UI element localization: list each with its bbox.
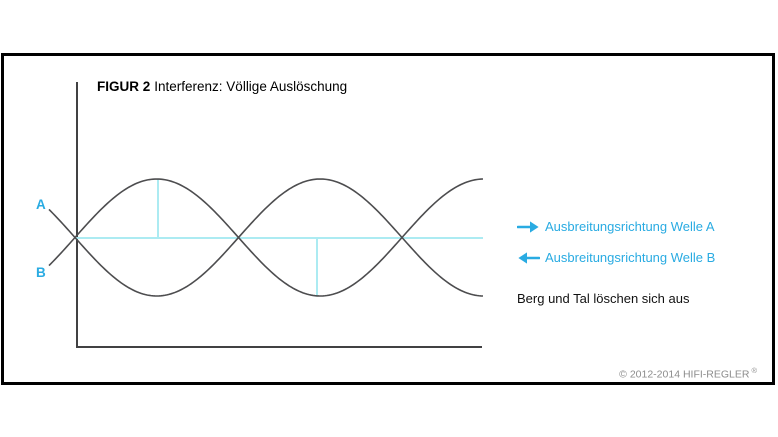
arrow-left-icon — [517, 251, 540, 265]
y-axis-line — [76, 82, 78, 347]
direction-a-label: Ausbreitungsrichtung Welle A — [545, 219, 715, 234]
trough-guide — [316, 238, 318, 296]
registered-mark-icon: ® — [751, 366, 757, 375]
direction-b-row: Ausbreitungsrichtung Welle B — [517, 250, 715, 265]
direction-a-row: Ausbreitungsrichtung Welle A — [517, 219, 715, 234]
wave-b-path — [48, 178, 484, 297]
copyright: © 2012-2014 HIFI-REGLER® — [619, 366, 757, 381]
centerline-guide — [75, 237, 483, 239]
x-axis-line — [76, 346, 482, 348]
figure-box — [1, 53, 775, 385]
crest-guide — [157, 179, 159, 238]
wave-b-label: B — [36, 265, 46, 280]
figure-title-bold: FIGUR 2 — [97, 79, 151, 94]
wave-curves — [48, 178, 484, 297]
direction-b-label: Ausbreitungsrichtung Welle B — [545, 250, 716, 265]
figure-title-rest: Interferenz: Völlige Auslöschung — [154, 79, 348, 94]
wave-a-label: A — [36, 197, 46, 212]
cancellation-note: Berg und Tal löschen sich aus — [517, 291, 690, 306]
arrow-right-icon — [517, 220, 540, 234]
copyright-text: © 2012-2014 HIFI-REGLER — [619, 368, 750, 381]
wave-a-path — [48, 178, 484, 297]
